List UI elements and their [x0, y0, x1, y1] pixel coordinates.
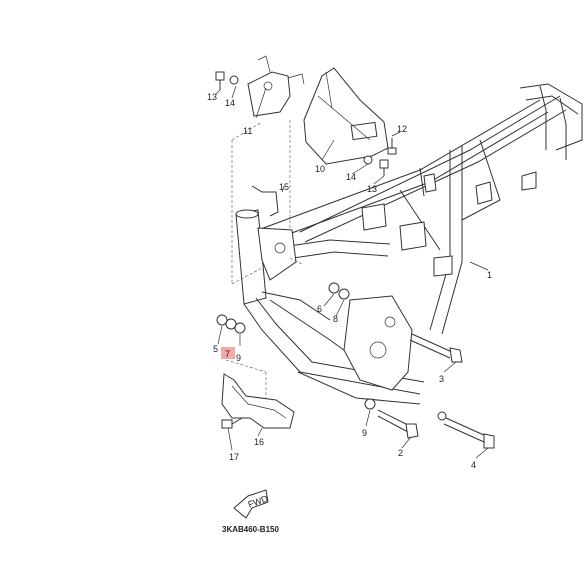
bolt-part-12 [387, 138, 397, 155]
part-label-13-right: 13 [367, 184, 377, 194]
part-label-2: 2 [398, 448, 403, 458]
bolt-part-2 [377, 409, 419, 439]
part-label-8: 8 [333, 314, 338, 324]
part-label-15: 15 [279, 182, 289, 192]
part-label-4: 4 [471, 460, 476, 470]
part-label-9-left: 9 [236, 353, 241, 363]
highlight-marker [221, 347, 235, 359]
part-label-10: 10 [315, 164, 325, 174]
bracket-part-15 [251, 185, 279, 217]
bolt-part-13-right [379, 159, 389, 176]
part-label-5: 5 [213, 344, 218, 354]
main-frame [235, 83, 583, 405]
washer-part-14-top [229, 75, 239, 85]
washer-part-9-lower [364, 398, 376, 410]
washer-part-7 [225, 318, 237, 330]
washer-part-9-left [234, 322, 246, 334]
bolt-part-17 [221, 417, 243, 429]
part-label-14-right: 14 [346, 172, 356, 182]
washer-part-14-right [363, 155, 373, 165]
part-label-13-top: 13 [207, 92, 217, 102]
nut-part-5 [216, 314, 228, 326]
cover-part-10 [303, 67, 389, 165]
nut-part-6 [328, 282, 340, 294]
part-label-6: 6 [317, 304, 322, 314]
part-label-7: 7 [225, 349, 230, 359]
part-label-11: 11 [243, 126, 252, 136]
part-label-12: 12 [397, 124, 407, 134]
washer-part-8 [338, 288, 350, 300]
fwd-arrow: FWD [233, 489, 270, 519]
part-label-1: 1 [487, 270, 492, 280]
part-label-14-top: 14 [225, 98, 235, 108]
bolt-part-13-top [215, 71, 225, 90]
bolt-part-3 [409, 333, 463, 363]
part-label-17: 17 [229, 452, 239, 462]
guard-part-16 [221, 373, 295, 429]
bracket-part-11 [247, 55, 305, 117]
part-label-3: 3 [439, 374, 444, 384]
part-label-16: 16 [254, 437, 264, 447]
diagram-code: 3KAB460-B150 [222, 525, 279, 534]
part-labels: 1 2 3 4 5 6 7 8 9 9 10 11 12 13 13 14 14… [207, 92, 492, 470]
leader-lines [215, 85, 489, 459]
part-label-9-lower: 9 [362, 428, 367, 438]
bolt-part-4 [437, 411, 495, 449]
